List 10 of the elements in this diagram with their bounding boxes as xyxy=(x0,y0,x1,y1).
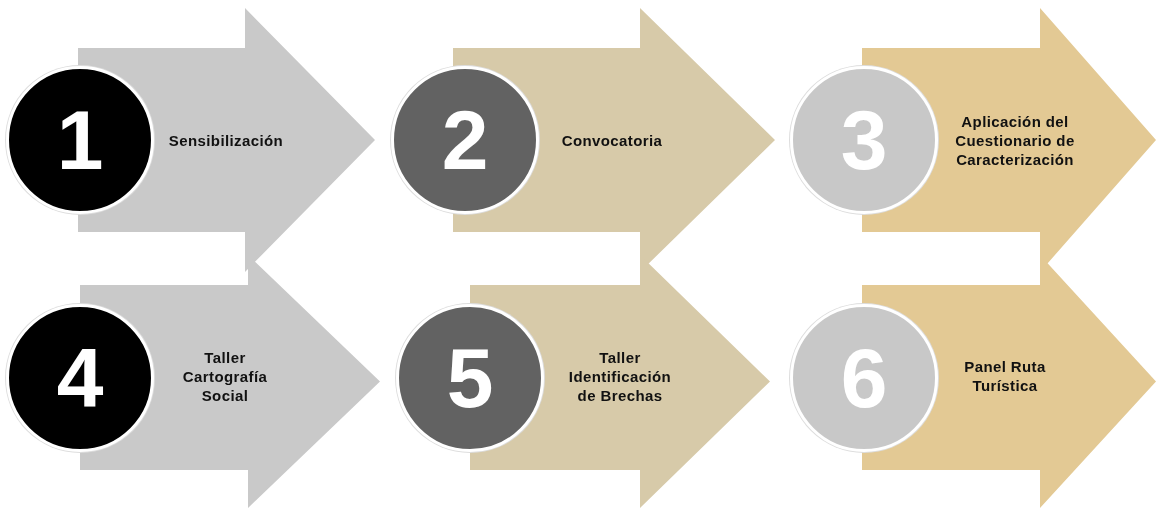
step-label: Aplicación del Cuestionario de Caracterización xyxy=(954,111,1076,169)
step-label: Sensibilización xyxy=(167,130,285,150)
step-label: Taller Identificación de Brechas xyxy=(567,347,673,405)
step-label: Panel Ruta Turística xyxy=(963,357,1047,395)
step-number: 5 xyxy=(446,336,494,420)
step-label: Taller Cartografía Social xyxy=(181,347,269,405)
step-number: 4 xyxy=(56,336,104,420)
step-label: Convocatoria xyxy=(560,130,664,150)
step-number: 1 xyxy=(56,98,104,182)
step-number: 2 xyxy=(441,98,489,182)
